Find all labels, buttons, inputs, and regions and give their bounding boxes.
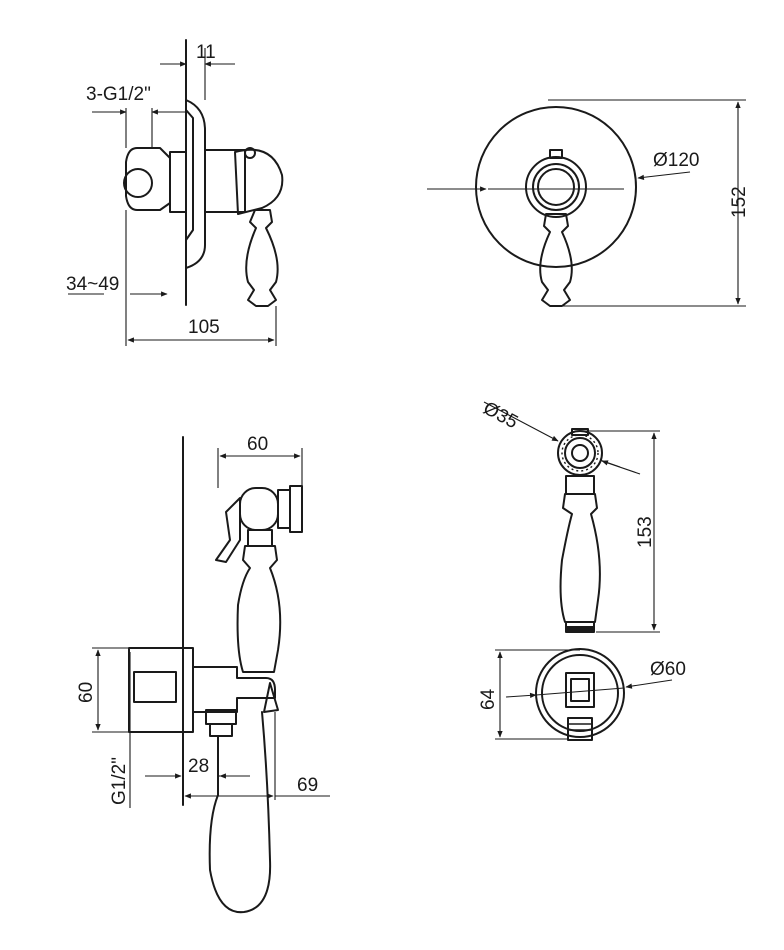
hose-loop [208, 711, 272, 914]
escutcheon-circle [475, 106, 637, 268]
front-handle [559, 493, 601, 623]
shower-trigger [215, 497, 241, 563]
mixer-handle-cap [234, 148, 284, 215]
dim-64-label: 64 [478, 688, 499, 710]
handshower-front-view: Ø35 153 [480, 398, 660, 633]
front-lever [539, 213, 573, 307]
dim-35-label: Ø35 [480, 398, 522, 433]
dim-34-49-label: 34~49 [66, 274, 119, 295]
dim-152-label: 152 [729, 186, 750, 218]
shower-handle [236, 545, 282, 673]
dim-60-top-label: 60 [247, 434, 268, 455]
holder-arm [192, 666, 276, 713]
dim-60-left-label: 60 [76, 682, 97, 703]
mixer-lever [245, 209, 279, 307]
holder-side-view: 60 60 G1/2" 28 69 [76, 434, 330, 914]
hose-connector [567, 626, 593, 633]
shower-neck [565, 475, 595, 495]
holder-front-view: 64 Ø60 [478, 648, 686, 741]
dim-60-diameter-label: Ø60 [650, 659, 686, 680]
dim-thread-g12-label: G1/2" [109, 757, 130, 805]
dim-120-label: Ø120 [653, 150, 699, 171]
dim-105-label: 105 [188, 317, 220, 338]
dim-thread-label: 3-G1/2" [86, 84, 151, 105]
wall-bracket [128, 647, 194, 733]
holder-outlet [567, 717, 593, 741]
mixer-side-view: 11 3-G1/2" 34~49 105 [66, 39, 284, 346]
mixer-cartridge [204, 149, 246, 213]
dim-153-label: 153 [635, 516, 656, 548]
shower-head-body [239, 487, 279, 531]
bracket-outlet [133, 671, 177, 703]
inlet-circle [123, 168, 153, 198]
mixer-body-ring [169, 151, 187, 213]
dim-28-label: 28 [188, 756, 209, 777]
mixer-front-view: Ø120 152 [427, 99, 750, 307]
cartridge-outer [525, 156, 587, 218]
dim-11-label: 11 [196, 42, 216, 63]
dim-69-label: 69 [297, 775, 318, 796]
escutcheon-profile [185, 99, 206, 269]
mixer-inlet-body [125, 147, 171, 211]
